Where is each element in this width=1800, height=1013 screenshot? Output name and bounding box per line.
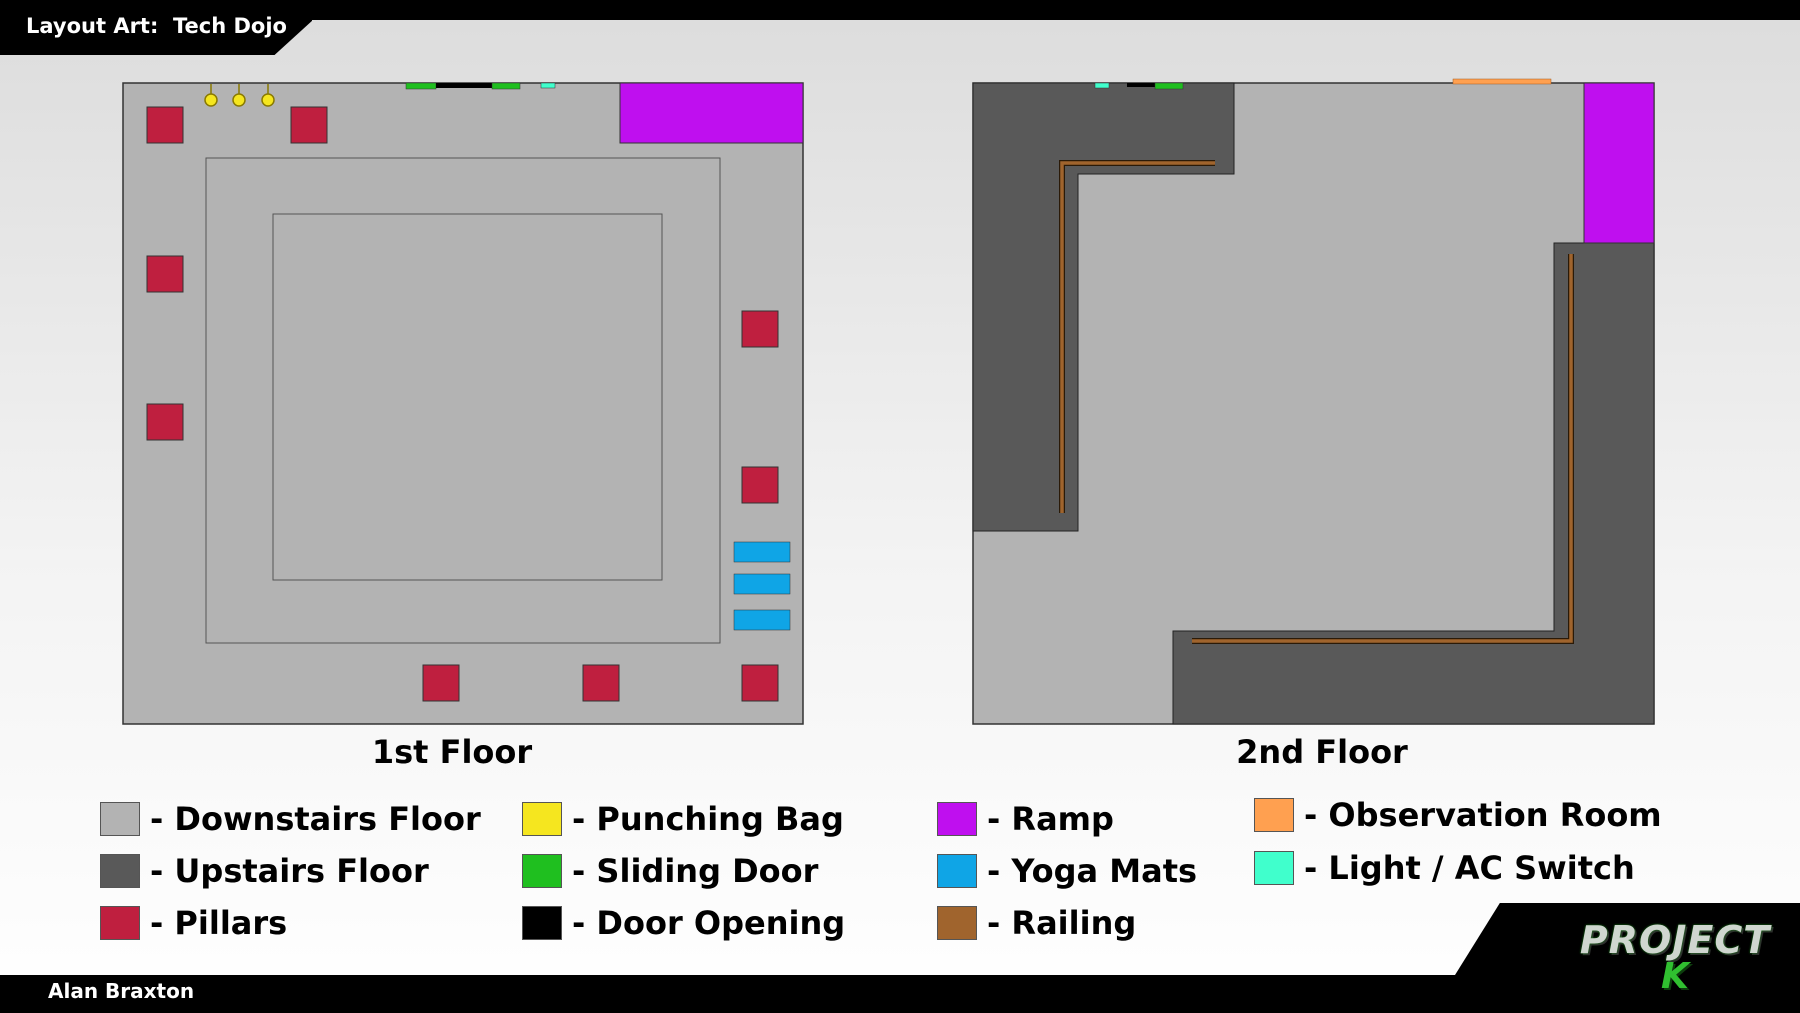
first-floor-inner-square: [272, 213, 663, 581]
legend-swatch: [100, 906, 140, 940]
legend-swatch: [100, 802, 140, 836]
legend-label: - Railing: [987, 904, 1137, 942]
door-opening: [436, 83, 492, 88]
legend-label: - Pillars: [150, 904, 288, 942]
light-ac-switch: [540, 82, 556, 89]
observation-room: [1452, 78, 1552, 85]
legend-item-yoga-mats: - Yoga Mats: [937, 851, 1197, 891]
pillars: [146, 106, 779, 702]
second-floor-ramp: [1583, 82, 1655, 244]
second-floor-label: 2nd Floor: [1236, 733, 1408, 771]
sliding-door: [405, 82, 437, 90]
author-name: Alan Braxton: [48, 979, 195, 1003]
sliding-door: [491, 82, 521, 90]
legend-item-railing: - Railing: [937, 903, 1136, 943]
legend-item-upstairs-floor: - Upstairs Floor: [100, 851, 429, 891]
light-ac-switch: [1094, 82, 1110, 89]
legend-swatch: [937, 854, 977, 888]
legend-item-sliding-door: - Sliding Door: [522, 851, 818, 891]
second-floor-plan: [972, 78, 1655, 725]
legend-swatch: [937, 802, 977, 836]
legend-swatch: [1254, 798, 1294, 832]
legend-item-ramp: - Ramp: [937, 799, 1114, 839]
legend-swatch: [1254, 851, 1294, 885]
first-floor-label: 1st Floor: [371, 733, 533, 771]
legend-item-door-opening: - Door Opening: [522, 903, 845, 943]
legend-label: - Light / AC Switch: [1304, 849, 1635, 887]
legend-label: - Downstairs Floor: [150, 800, 481, 838]
legend-label: - Ramp: [987, 800, 1114, 838]
project-k-logo: PROJECT K: [1560, 918, 1790, 997]
logo-text: PROJECT: [1579, 918, 1771, 962]
legend-label: - Sliding Door: [572, 852, 819, 890]
page-title: Layout Art: Tech Dojo: [26, 14, 287, 38]
legend-item-pillars: - Pillars: [100, 903, 287, 943]
legend-swatch: [522, 802, 562, 836]
legend-swatch: [522, 906, 562, 940]
legend-item-light-ac-switch: - Light / AC Switch: [1254, 848, 1635, 888]
legend-label: - Upstairs Floor: [150, 852, 429, 890]
legend-swatch: [522, 854, 562, 888]
legend-swatch: [937, 906, 977, 940]
upstairs-floor-left: [972, 82, 1235, 532]
door-opening: [1127, 83, 1155, 87]
yoga-mats: [733, 541, 791, 631]
sliding-door: [1154, 82, 1184, 90]
legend-item-observation-room: - Observation Room: [1254, 795, 1662, 835]
top-bar: [0, 0, 1800, 20]
legend-item-punching-bag: - Punching Bag: [522, 799, 844, 839]
title-tab: [0, 0, 312, 55]
bottom-bar: [0, 975, 1800, 1013]
legend-swatch: [100, 854, 140, 888]
logo-letter: K: [1661, 956, 1689, 997]
first-floor-ramp: [619, 82, 804, 144]
legend-label: - Punching Bag: [572, 800, 844, 838]
legend-label: - Observation Room: [1304, 796, 1662, 834]
legend-item-downstairs-floor: - Downstairs Floor: [100, 799, 481, 839]
logo-tab: [1455, 903, 1800, 975]
punching-bags: [204, 84, 275, 107]
legend-label: - Door Opening: [572, 904, 846, 942]
second-floor-base: [972, 82, 1655, 725]
first-floor-plan: [122, 82, 804, 725]
legend-label: - Yoga Mats: [987, 852, 1198, 890]
